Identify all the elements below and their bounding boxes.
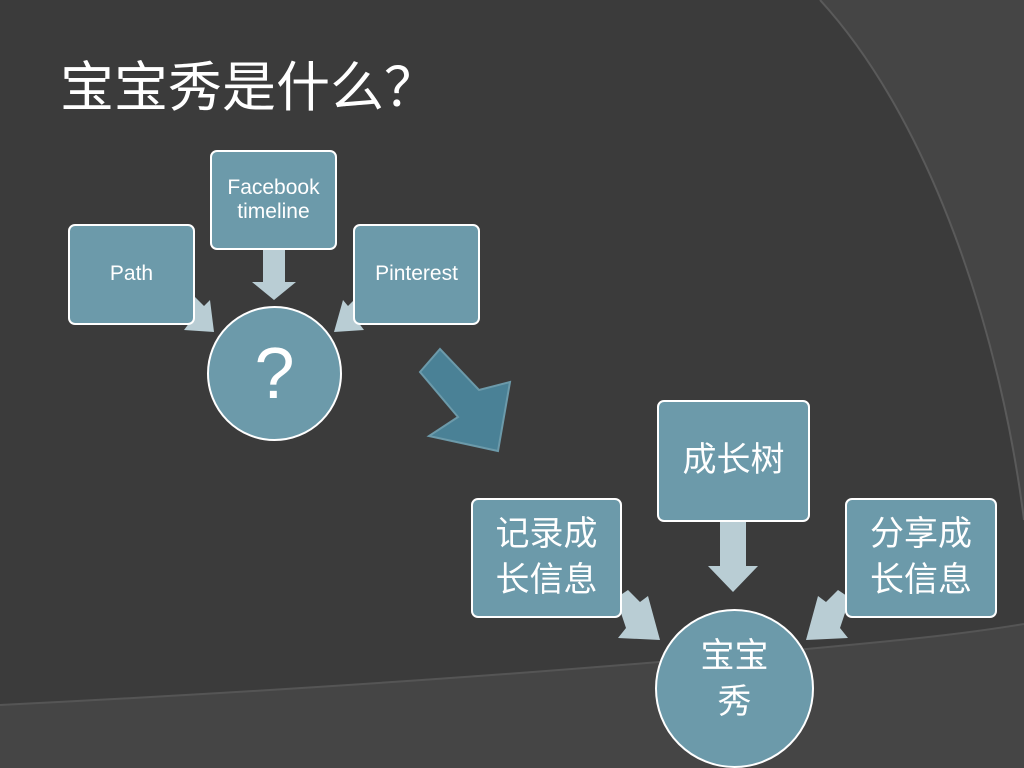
node-share-line1: 分享成: [870, 514, 972, 555]
node-share-line2: 长信息: [870, 560, 972, 600]
node-pinterest-label: Pinterest: [375, 262, 458, 286]
node-baobaoxiu-line1: 宝宝: [700, 635, 769, 676]
node-record-growth: 记录成 长信息: [471, 498, 622, 618]
node-question-center: ?: [207, 306, 342, 441]
node-path: Path: [68, 224, 195, 325]
node-facebook-timeline: Facebook timeline: [210, 150, 337, 250]
node-record-line2: 长信息: [495, 560, 598, 600]
node-facebook-label-line1: Facebook: [227, 175, 320, 199]
node-facebook-label-line2: timeline: [237, 200, 310, 223]
node-baobaoxiu-center: 宝宝 秀: [655, 609, 814, 768]
node-pinterest: Pinterest: [353, 224, 480, 325]
node-path-label: Path: [109, 262, 154, 286]
node-baobaoxiu-line2: 秀: [717, 681, 752, 722]
node-growth-tree: 成长树: [657, 400, 810, 522]
node-tree-label: 成长树: [682, 440, 785, 481]
node-share-growth: 分享成 长信息: [845, 498, 997, 618]
slide-title: 宝宝秀是什么？: [60, 56, 438, 119]
node-record-line1: 记录成: [495, 514, 598, 555]
node-question-label: ?: [254, 333, 295, 414]
